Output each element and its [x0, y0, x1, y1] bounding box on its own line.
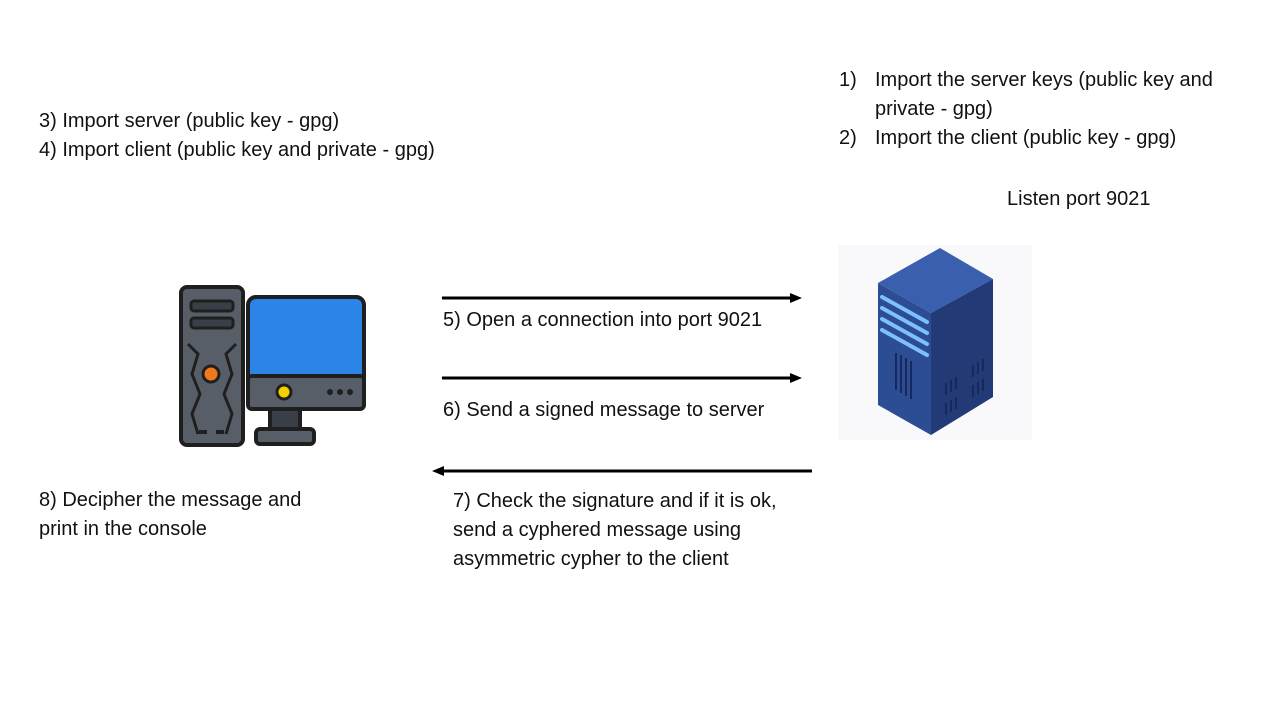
server-step-1-number: 1)	[839, 69, 857, 91]
server-steps-list: 1) Import the server keys (public key an…	[839, 66, 1219, 153]
listen-port-label: Listen port 9021	[1007, 188, 1151, 210]
arrow-step6	[442, 373, 802, 383]
arrow-step7	[432, 466, 812, 476]
server-step-1: 1) Import the server keys (public key an…	[839, 66, 1219, 124]
server-step-2-text: Import the client (public key - gpg)	[875, 127, 1177, 149]
server-rack-icon	[838, 245, 1032, 440]
server-step-1-text: Import the server keys (public key and p…	[875, 69, 1213, 120]
step6-label: 6) Send a signed message to server	[443, 399, 765, 421]
server-step-2-number: 2)	[839, 127, 857, 149]
client-step-4: 4) Import client (public key and private…	[39, 139, 435, 161]
client-step-3: 3) Import server (public key - gpg)	[39, 110, 340, 132]
step5-label: 5) Open a connection into port 9021	[443, 309, 763, 331]
server-step-2: 2) Import the client (public key - gpg)	[839, 124, 1219, 153]
step7-label-line1: 7) Check the signature and if it is ok,	[453, 490, 777, 512]
step7-label-line3: asymmetric cypher to the client	[453, 548, 729, 570]
arrow-step5	[442, 293, 802, 303]
step7-label-line2: send a cyphered message using	[453, 519, 741, 541]
step8-line2: print in the console	[39, 518, 207, 540]
desktop-computer-icon	[179, 285, 366, 447]
step8-line1: 8) Decipher the message and	[39, 489, 302, 511]
